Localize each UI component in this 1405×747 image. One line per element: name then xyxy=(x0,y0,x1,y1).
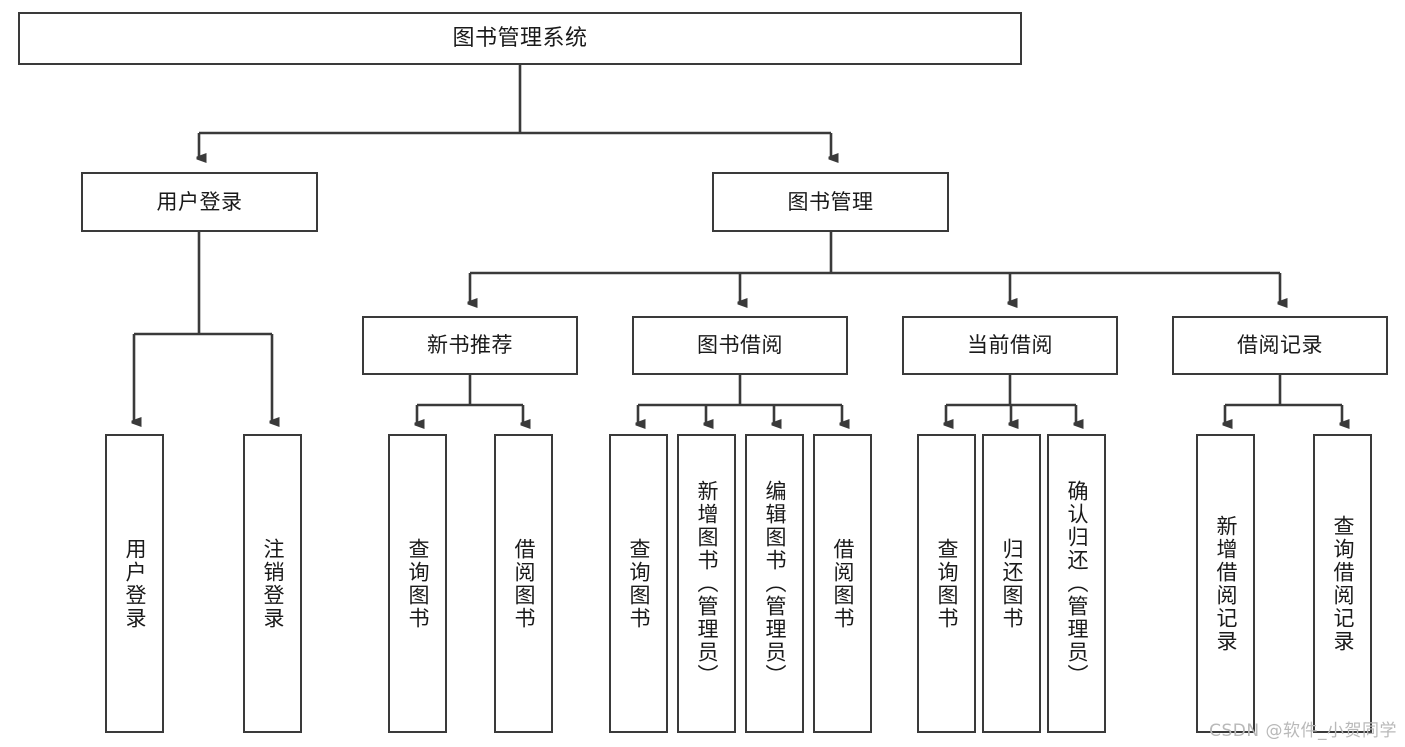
node-current-borrowing[interactable]: 当前借阅 xyxy=(902,316,1118,375)
node-label: 归还图书 xyxy=(1000,537,1024,630)
node-label: 查询借阅记录 xyxy=(1331,514,1355,653)
node-label: 查询图书 xyxy=(627,537,651,630)
leaf-user-login-logout[interactable]: 注销登录 xyxy=(243,434,302,733)
node-label: 当前借阅 xyxy=(967,333,1053,358)
leaf-book-borrow-borrow-book[interactable]: 借阅图书 xyxy=(813,434,872,733)
leaf-new-book-borrow-book[interactable]: 借阅图书 xyxy=(494,434,553,733)
leaf-current-borrow-confirm-return-admin[interactable]: 确认归还（管理员） xyxy=(1047,434,1106,733)
node-borrowing-record[interactable]: 借阅记录 xyxy=(1172,316,1388,375)
leaf-book-borrow-add-book-admin[interactable]: 新增图书（管理员） xyxy=(677,434,736,733)
node-label: 图书管理系统 xyxy=(452,25,588,51)
node-label: 用户登录 xyxy=(156,189,243,214)
node-label: 图书借阅 xyxy=(697,333,783,358)
node-label: 新书推荐 xyxy=(427,333,513,358)
node-label: 图书管理 xyxy=(787,189,874,214)
leaf-borrow-record-query-record[interactable]: 查询借阅记录 xyxy=(1313,434,1372,733)
leaf-current-borrow-return-book[interactable]: 归还图书 xyxy=(982,434,1041,733)
node-label: 注销登录 xyxy=(261,537,285,630)
node-label: 借阅图书 xyxy=(831,537,855,630)
leaf-book-borrow-edit-book-admin[interactable]: 编辑图书（管理员） xyxy=(745,434,804,733)
node-label: 新增借阅记录 xyxy=(1214,514,1238,653)
node-label: 编辑图书（管理员） xyxy=(763,480,787,687)
node-label: 新增图书（管理员） xyxy=(695,480,719,687)
node-book-borrowing[interactable]: 图书借阅 xyxy=(632,316,848,375)
leaf-new-book-query-book[interactable]: 查询图书 xyxy=(388,434,447,733)
node-label: 借阅记录 xyxy=(1237,333,1323,358)
leaf-current-borrow-query-book[interactable]: 查询图书 xyxy=(917,434,976,733)
leaf-book-borrow-query-book[interactable]: 查询图书 xyxy=(609,434,668,733)
node-label: 查询图书 xyxy=(935,537,959,630)
leaf-borrow-record-add-record[interactable]: 新增借阅记录 xyxy=(1196,434,1255,733)
node-label: 查询图书 xyxy=(406,537,430,630)
node-label: 确认归还（管理员） xyxy=(1065,480,1089,687)
leaf-user-login-login[interactable]: 用户登录 xyxy=(105,434,164,733)
node-book-management[interactable]: 图书管理 xyxy=(712,172,949,232)
node-new-book-recommendation[interactable]: 新书推荐 xyxy=(362,316,578,375)
node-label: 用户登录 xyxy=(123,537,147,630)
node-label: 借阅图书 xyxy=(512,537,536,630)
node-user-login[interactable]: 用户登录 xyxy=(81,172,318,232)
node-root-book-management-system[interactable]: 图书管理系统 xyxy=(18,12,1022,65)
